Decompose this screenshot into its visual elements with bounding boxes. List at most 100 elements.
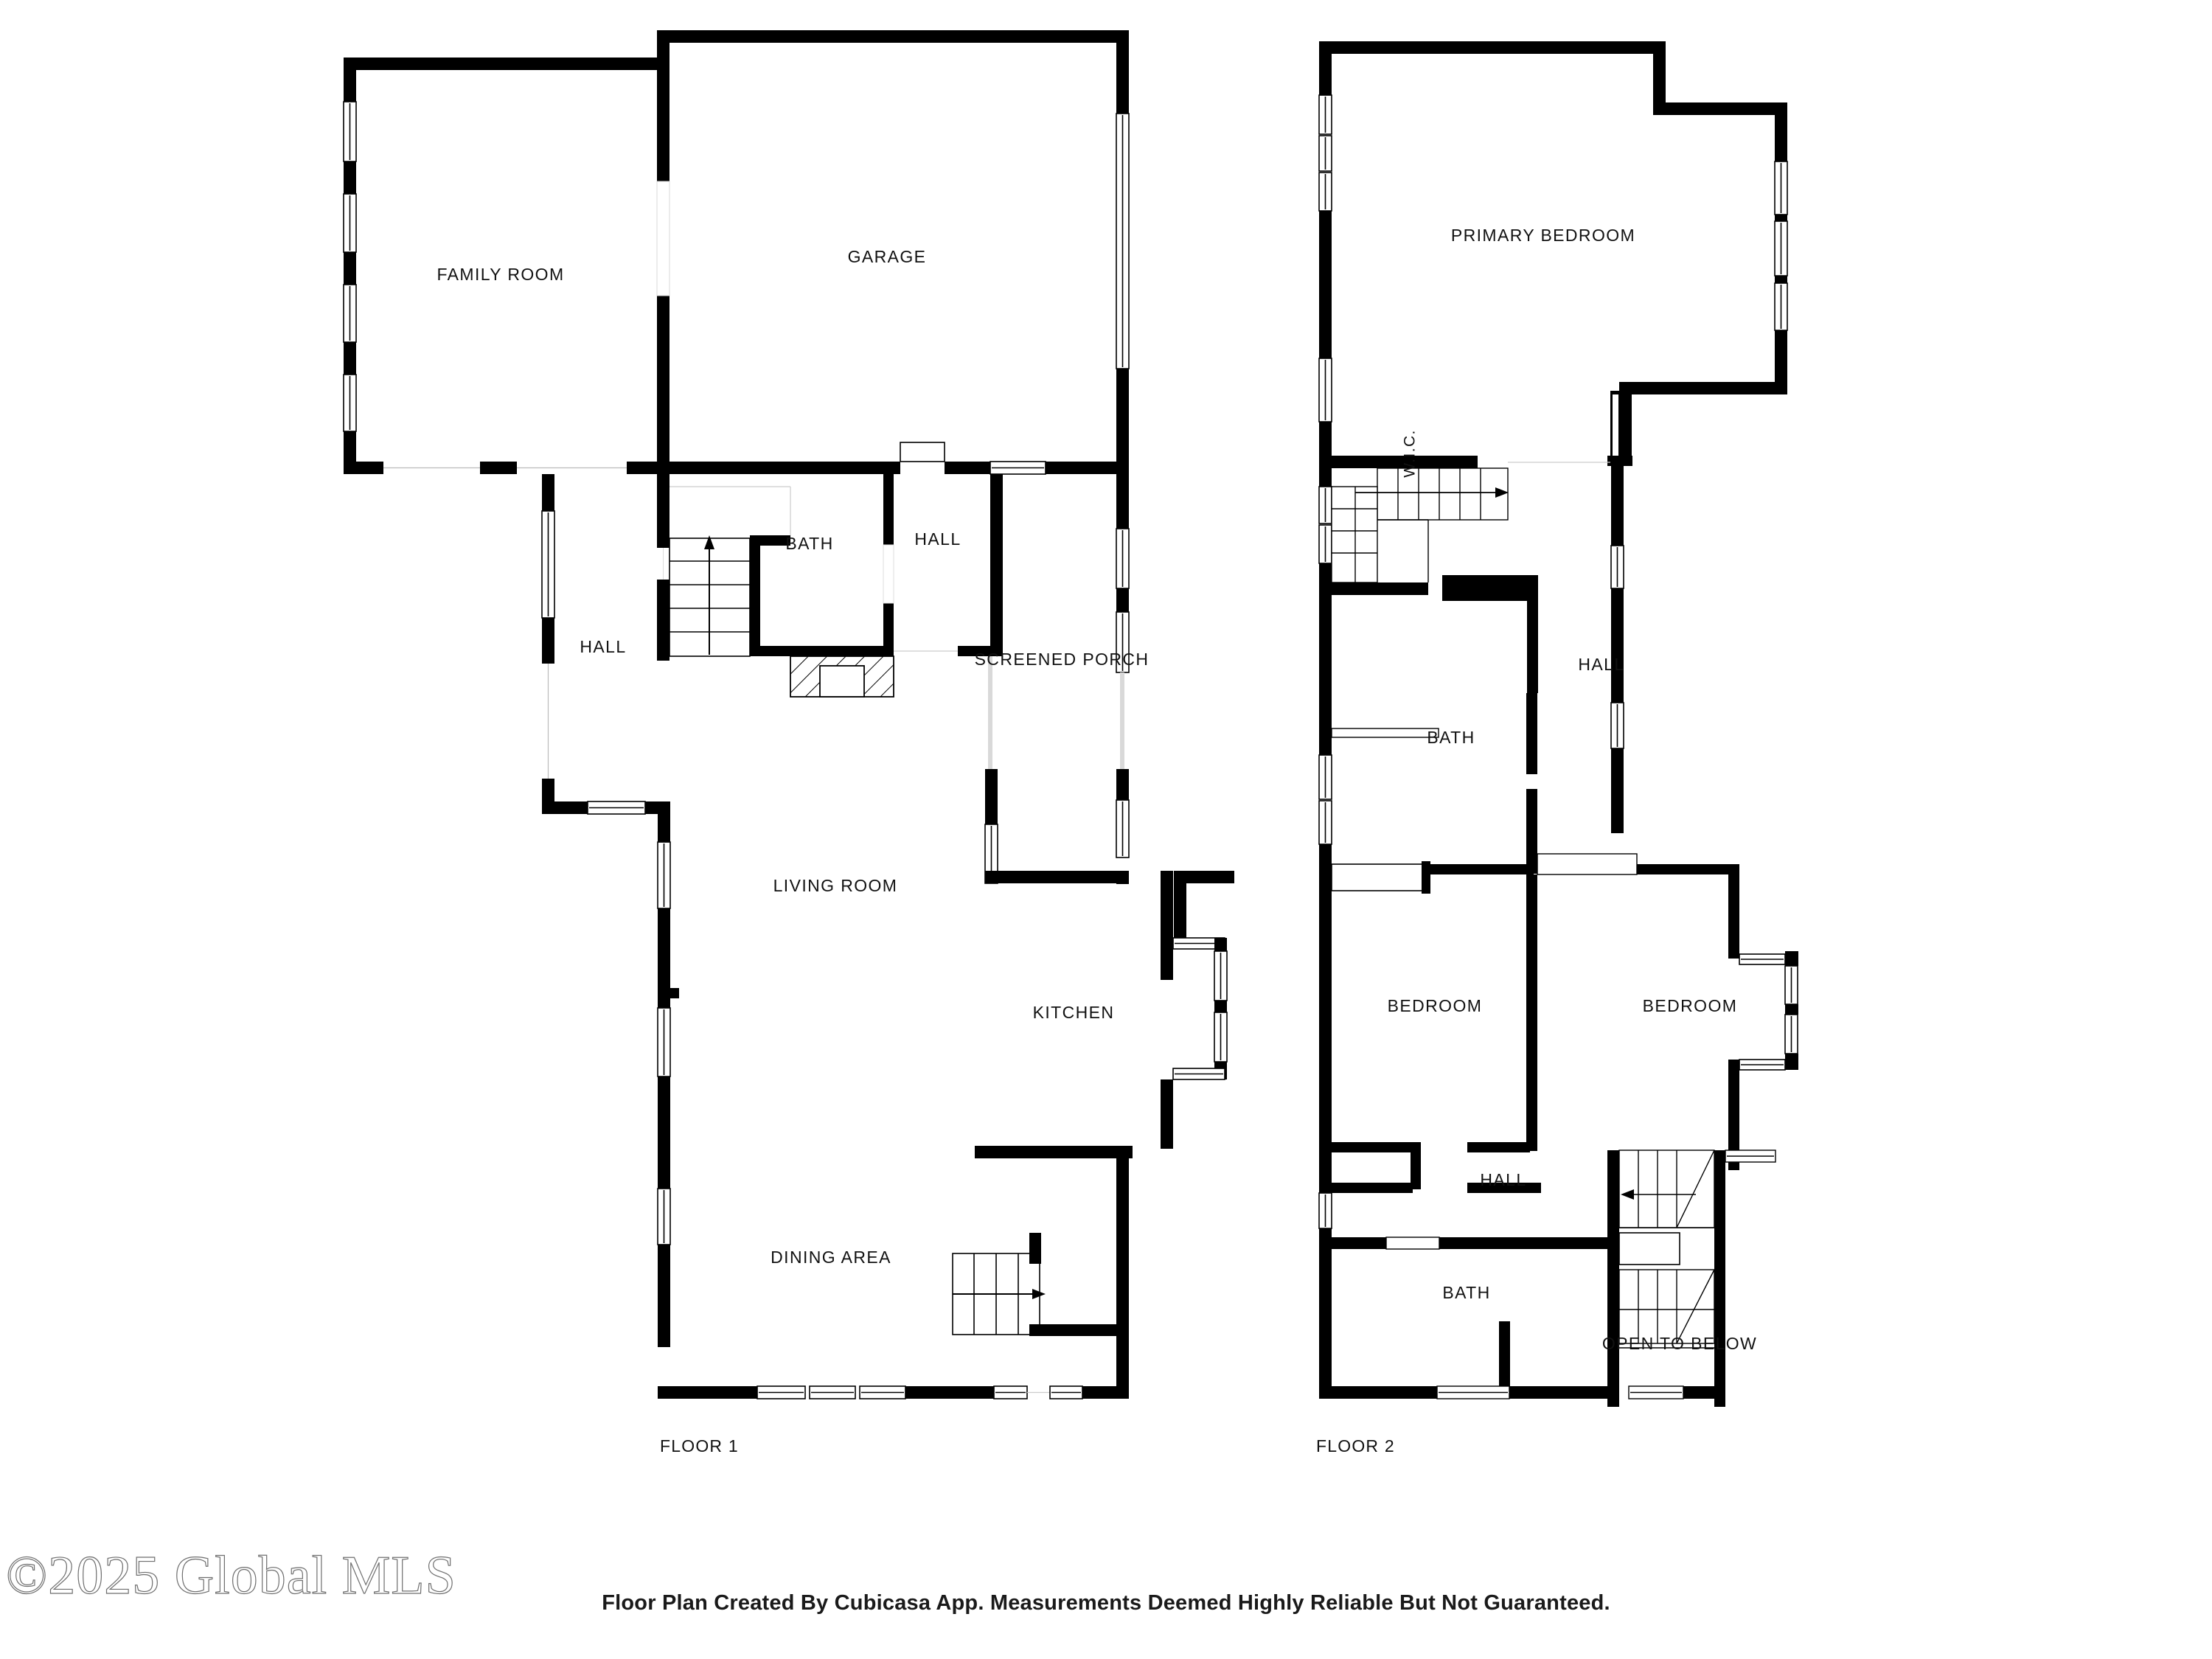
wall-segment [1653,102,1787,115]
window [1318,135,1332,172]
wall-segment [1319,41,1666,54]
wall-segment [1607,1158,1619,1239]
room-label: HALL [1480,1170,1526,1189]
wall-segment [657,43,669,181]
wall-segment [1499,1321,1510,1399]
closet [1331,863,1428,891]
wall-segment [1319,563,1332,755]
room-label: PRIMARY BEDROOM [1451,226,1635,245]
window [757,1385,806,1399]
wall-segment [657,462,900,474]
window [1318,94,1332,135]
wall-segment [750,535,760,656]
door-opening [883,544,894,604]
wall-segment [985,769,998,824]
wall-segment [883,474,894,545]
window [1610,545,1624,589]
wall-nub [670,988,679,998]
bay-window [1214,950,1228,1001]
wall-segment [657,30,1129,43]
wall-segment [1526,789,1537,874]
floor-1-label: FLOOR 1 [660,1436,739,1455]
room-label: GARAGE [848,247,927,266]
disclaimer-note: Floor Plan Created By Cubicasa App. Meas… [602,1591,1610,1615]
window [1610,702,1624,749]
room-label: LIVING ROOM [773,876,898,895]
wall-segment [480,462,517,474]
window [343,284,357,343]
wall-segment [1116,1146,1129,1312]
wall-segment [542,474,554,511]
window [1116,799,1130,858]
wall-segment [1775,330,1787,382]
wall-segment [1611,748,1624,833]
wall-segment [344,58,669,70]
wall-segment [1332,1183,1413,1193]
wall-segment [1161,942,1173,980]
bay-window [1784,965,1798,1005]
wall-segment [1214,938,1227,951]
staircase-up [669,535,751,657]
wall-segment [344,58,356,102]
wall-segment [1728,1060,1739,1170]
window [1318,172,1332,212]
room-label: DINING AREA [771,1248,891,1267]
wall-segment [1463,1237,1607,1249]
wall-segment [1509,1386,1607,1399]
window [657,1007,671,1077]
wall-segment [1116,871,1129,884]
window [1318,754,1332,800]
wall-segment [1319,1386,1437,1399]
wall-segment [1653,41,1666,115]
wall-segment [1619,382,1632,459]
staircase-landing-upper [1331,467,1509,583]
window [859,1385,906,1399]
staircase-down [952,1253,1046,1335]
wall-segment [1785,1054,1798,1070]
wall-segment [1116,769,1129,800]
wall-segment [1527,575,1538,693]
wall-segment [1319,1228,1332,1399]
floor-2-label: FLOOR 2 [1316,1436,1395,1455]
staircase-down-lower [1618,1150,1715,1349]
wall-segment [1161,871,1173,942]
wall-segment [1611,465,1624,546]
wall-segment [1467,1183,1541,1193]
wall-segment [1422,861,1430,894]
room-label: OPEN TO BELOW [1602,1334,1757,1353]
wall-segment [658,1245,670,1347]
wall-segment [657,474,669,548]
room-label: HALL [1578,655,1624,674]
wall-segment [990,474,1003,656]
bay-window [1172,1068,1225,1080]
room-label: HALL [580,637,626,656]
window [1774,282,1788,331]
wall-segment [1467,1142,1530,1152]
window [990,461,1046,475]
room-label: BATH [1427,728,1475,747]
wall-segment [1611,588,1624,703]
room-label: BEDROOM [1388,996,1483,1015]
wall-segment [1728,951,1739,959]
window [1774,220,1788,276]
room-label: BATH [1442,1283,1490,1302]
wall-segment [1442,575,1538,601]
wall-segment [1116,369,1129,462]
window [1725,1150,1776,1163]
wall-segment [1161,1079,1173,1149]
window [1049,1385,1083,1399]
window [1318,358,1332,422]
window [1318,1192,1332,1229]
wall-segment [1785,951,1798,966]
wall-segment [658,1386,757,1399]
window [993,1385,1028,1399]
wall-segment [1029,1324,1118,1336]
window [1318,486,1332,524]
wall-segment [883,603,894,656]
floor-2-group: PRIMARY BEDROOM W.I.C. HALL BATH BEDROOM… [1316,41,1798,1455]
window [587,801,646,815]
window [343,101,357,162]
wall-segment [1319,844,1332,962]
window [541,510,555,619]
